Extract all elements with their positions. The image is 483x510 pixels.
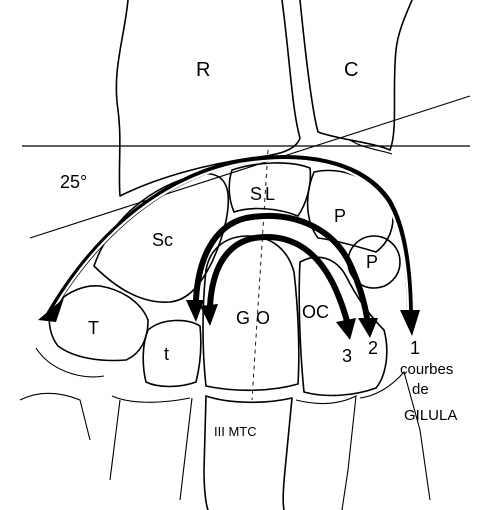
arc-3-number: 3 — [342, 346, 352, 366]
arrowhead-arc-2-right — [358, 318, 378, 338]
label-radius: R — [196, 59, 210, 81]
gilula-arc-3 — [207, 234, 351, 329]
axis-line — [251, 149, 269, 401]
arrowhead-arc-1-right — [400, 310, 420, 336]
arrowhead-arc-3-right — [336, 318, 356, 340]
ulna-styloid — [349, 139, 393, 155]
label-triquetrum: P — [334, 206, 346, 226]
trapezoid-bone — [142, 319, 202, 388]
metacarpal-2 — [109, 395, 193, 501]
trapezium-bone — [48, 285, 149, 362]
label-hamate: OC — [302, 302, 329, 322]
angle-line — [29, 95, 471, 239]
label-scaphoid: Sc — [152, 230, 173, 250]
label-angle: 25° — [60, 172, 87, 192]
legend-line-2: de — [412, 381, 429, 398]
label-third-metacarpal: III MTC — [214, 424, 257, 439]
hamate-bone — [298, 256, 388, 397]
gilula-arc-2 — [193, 212, 371, 329]
ulna-bone — [299, 0, 413, 151]
capitate-bone — [202, 235, 300, 392]
metacarpal-4 — [295, 395, 357, 510]
radius-bone — [115, 0, 301, 197]
arrowhead-arc-3-left — [200, 304, 218, 326]
arc-1-number: 1 — [410, 338, 420, 358]
arc-2-number: 2 — [368, 338, 378, 358]
legend-line-3: GILULA — [404, 407, 457, 424]
scaphoid-bone — [93, 172, 230, 303]
label-ulna: C — [344, 59, 358, 81]
arrowhead-arc-2-left — [186, 300, 204, 322]
label-lunate: SL — [250, 184, 278, 204]
metacarpal-3 — [203, 395, 293, 510]
arrowhead-arc-1-left — [38, 298, 64, 322]
label-trapezium: T — [88, 318, 99, 338]
legend-line-1: courbes — [400, 361, 453, 378]
label-trapezoid: t — [164, 344, 169, 364]
label-capitate: GO — [236, 308, 276, 328]
metacarpal-1 — [19, 347, 105, 441]
lunate-bone — [228, 162, 312, 217]
triquetrum-bone — [306, 169, 394, 253]
metacarpal-5 — [359, 370, 431, 501]
label-pisiform: P — [366, 252, 378, 272]
